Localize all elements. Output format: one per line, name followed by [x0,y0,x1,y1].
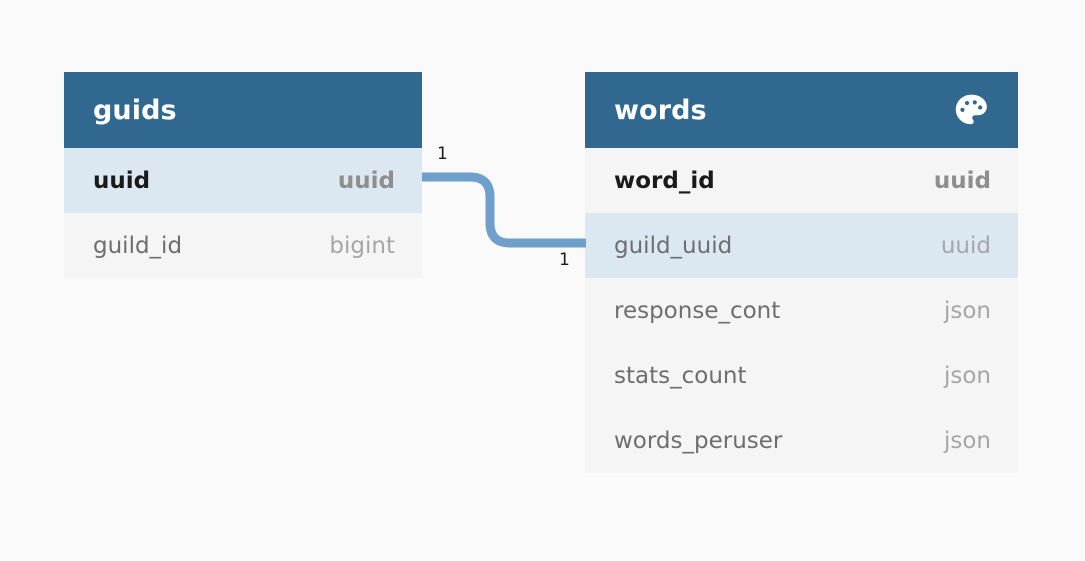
table-row[interactable]: words_peruser json [585,408,1018,473]
column-name: response_cont [614,297,781,324]
column-name: word_id [614,167,715,194]
table-card-guids[interactable]: guids uuid uuid guild_id bigint [64,72,422,278]
table-row[interactable]: guild_id bigint [64,213,422,278]
relationship-line [422,172,586,248]
table-row[interactable]: guild_uuid uuid [585,213,1018,278]
column-name: words_peruser [614,427,783,454]
column-type: json [943,427,991,454]
table-row[interactable]: stats_count json [585,343,1018,408]
column-name: stats_count [614,362,747,389]
column-type: uuid [940,232,991,259]
palette-icon[interactable] [952,91,990,129]
column-name: uuid [93,167,151,194]
table-header-words[interactable]: words [585,72,1018,148]
cardinality-label-left: 1 [437,144,448,164]
table-row[interactable]: uuid uuid [64,148,422,213]
column-name: guild_id [93,232,183,259]
table-title-guids: guids [93,94,177,126]
cardinality-label-right: 1 [559,250,570,270]
column-type: uuid [337,167,395,194]
table-row[interactable]: response_cont json [585,278,1018,343]
table-header-guids[interactable]: guids [64,72,422,148]
column-type: json [943,297,991,324]
column-type: bigint [329,232,395,259]
column-name: guild_uuid [614,232,733,259]
table-title-words: words [614,94,707,126]
column-type: uuid [933,167,991,194]
column-type: json [943,362,991,389]
table-card-words[interactable]: words word_id uuid guild_uuid uuid respo… [585,72,1018,473]
table-row[interactable]: word_id uuid [585,148,1018,213]
